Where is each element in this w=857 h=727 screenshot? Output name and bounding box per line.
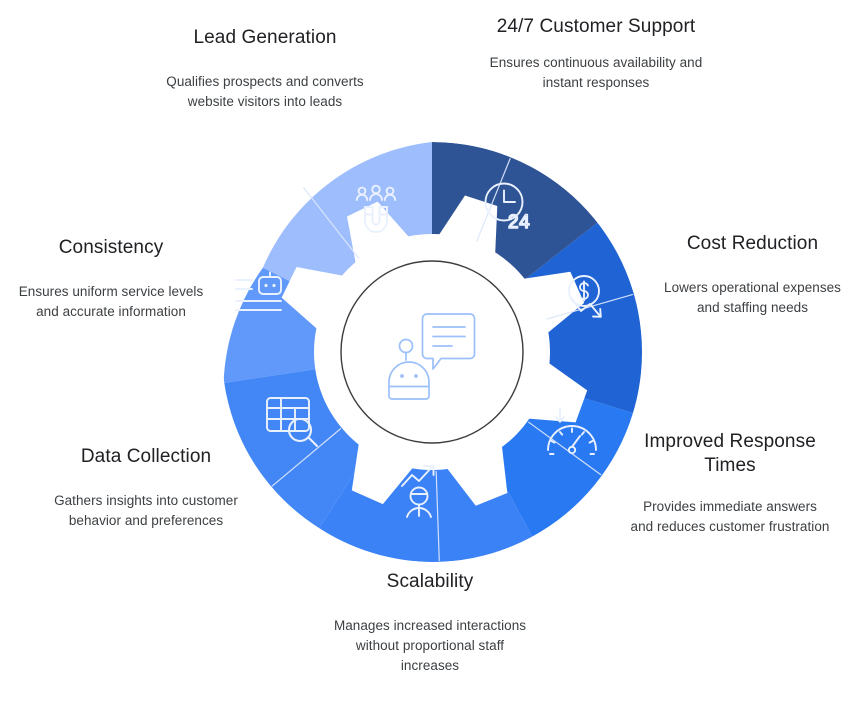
callout-title: 24/7 Customer Support — [496, 16, 696, 37]
wheel-dividers — [271, 157, 634, 561]
wheel-svg: 24 — [223, 142, 642, 562]
dollar-down-arrow-icon — [568, 275, 602, 318]
callout-description: Manages increased interactions without p… — [333, 618, 527, 674]
speed-gauge-icon — [547, 407, 597, 455]
callout-title: Data Collection — [80, 446, 212, 467]
benefits-wheel: 24 — [222, 142, 642, 562]
callout-description: Ensures continuous availability and inst… — [489, 55, 703, 91]
callout-data-collection: Data Collection Gathers insights into cu… — [42, 445, 250, 531]
callout-response-times: Improved Response Times Provides immedia… — [630, 430, 830, 537]
callout-description: Provides immediate answers and reduces c… — [630, 498, 830, 534]
callout-title: Improved Response Times — [644, 431, 816, 477]
chatbot-speech-bubble-icon — [388, 313, 476, 400]
callout-cost-reduction: Cost Reduction Lowers operational expens… — [660, 232, 845, 318]
callout-description: Gathers insights into customer behavior … — [54, 493, 238, 529]
callout-description: Ensures uniform service levels and accur… — [18, 284, 204, 320]
segment-scalability[interactable] — [319, 352, 533, 562]
wheel-icons: 24 — [235, 182, 602, 518]
magnet-people-icon — [355, 184, 397, 233]
robot-document-icon — [235, 271, 282, 311]
callout-title: Cost Reduction — [686, 233, 819, 254]
callout-title: Consistency — [58, 237, 164, 258]
callout-title: Scalability — [386, 571, 474, 592]
svg-text:24: 24 — [508, 212, 530, 233]
callout-consistency: Consistency Ensures uniform service leve… — [16, 236, 206, 322]
table-search-icon — [266, 397, 319, 448]
wheel-hub — [340, 260, 524, 444]
callout-description: Lowers operational expenses and staffing… — [664, 280, 841, 316]
clock-24-icon: 24 — [484, 182, 530, 234]
callout-title: Lead Generation — [193, 27, 337, 48]
callout-customer-support: 24/7 Customer Support Ensures continuous… — [480, 15, 712, 93]
growth-chart-person-icon — [401, 465, 435, 518]
callout-description: Qualifies prospects and converts website… — [166, 74, 364, 110]
callout-lead-generation: Lead Generation Qualifies prospects and … — [150, 26, 380, 112]
callout-scalability: Scalability Manages increased interactio… — [330, 570, 530, 676]
